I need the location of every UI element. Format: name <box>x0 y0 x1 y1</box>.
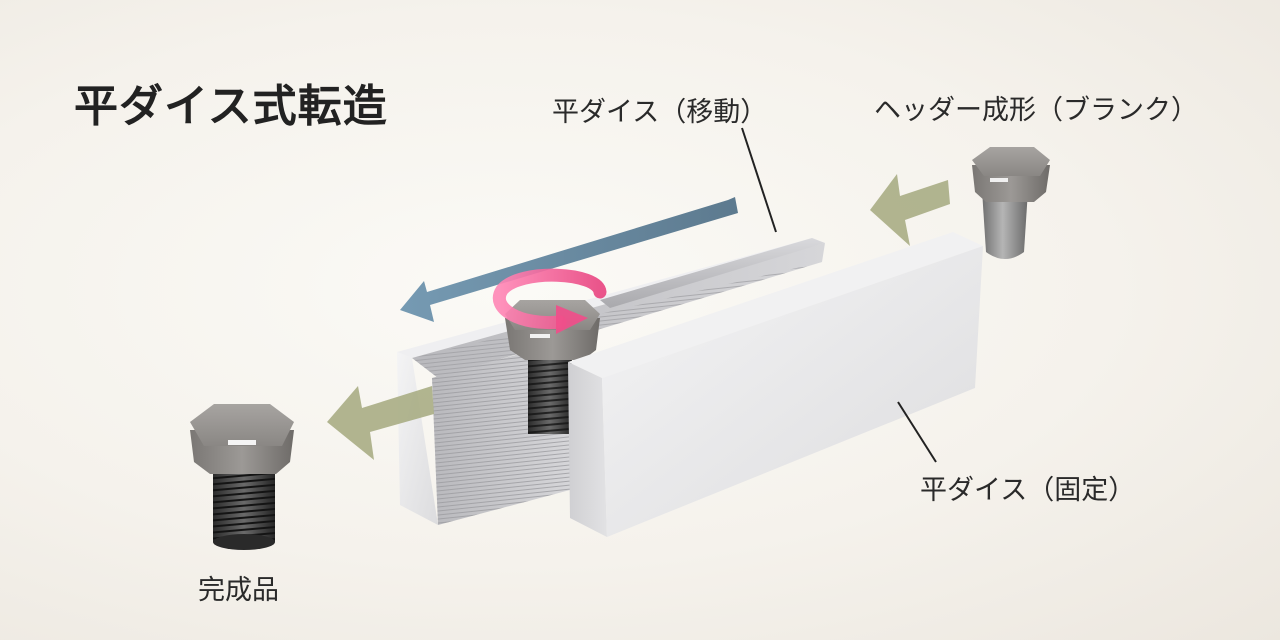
finished-product-label: 完成品 <box>198 575 279 606</box>
finished-bolt-icon <box>190 404 294 550</box>
moving-die-front <box>397 352 438 525</box>
fixed-die-label: 平ダイス（固定） <box>920 475 1136 506</box>
header-blank-icon <box>972 147 1050 259</box>
feed-arrow-icon <box>870 174 950 246</box>
fixed-die-leader-line <box>897 401 937 463</box>
fixed-die <box>568 232 983 537</box>
moving-die-leader-line <box>741 127 777 233</box>
rolling-bolt-icon <box>505 300 600 434</box>
movement-arrow-icon <box>400 197 738 322</box>
header-blank-label: ヘッダー成形（ブランク） <box>874 95 1198 126</box>
rotation-arrow-icon <box>493 268 607 334</box>
moving-die-label: 平ダイス（移動） <box>552 97 768 128</box>
output-arrow-icon <box>327 386 434 460</box>
diagram-title: 平ダイス式転造 <box>74 81 388 132</box>
